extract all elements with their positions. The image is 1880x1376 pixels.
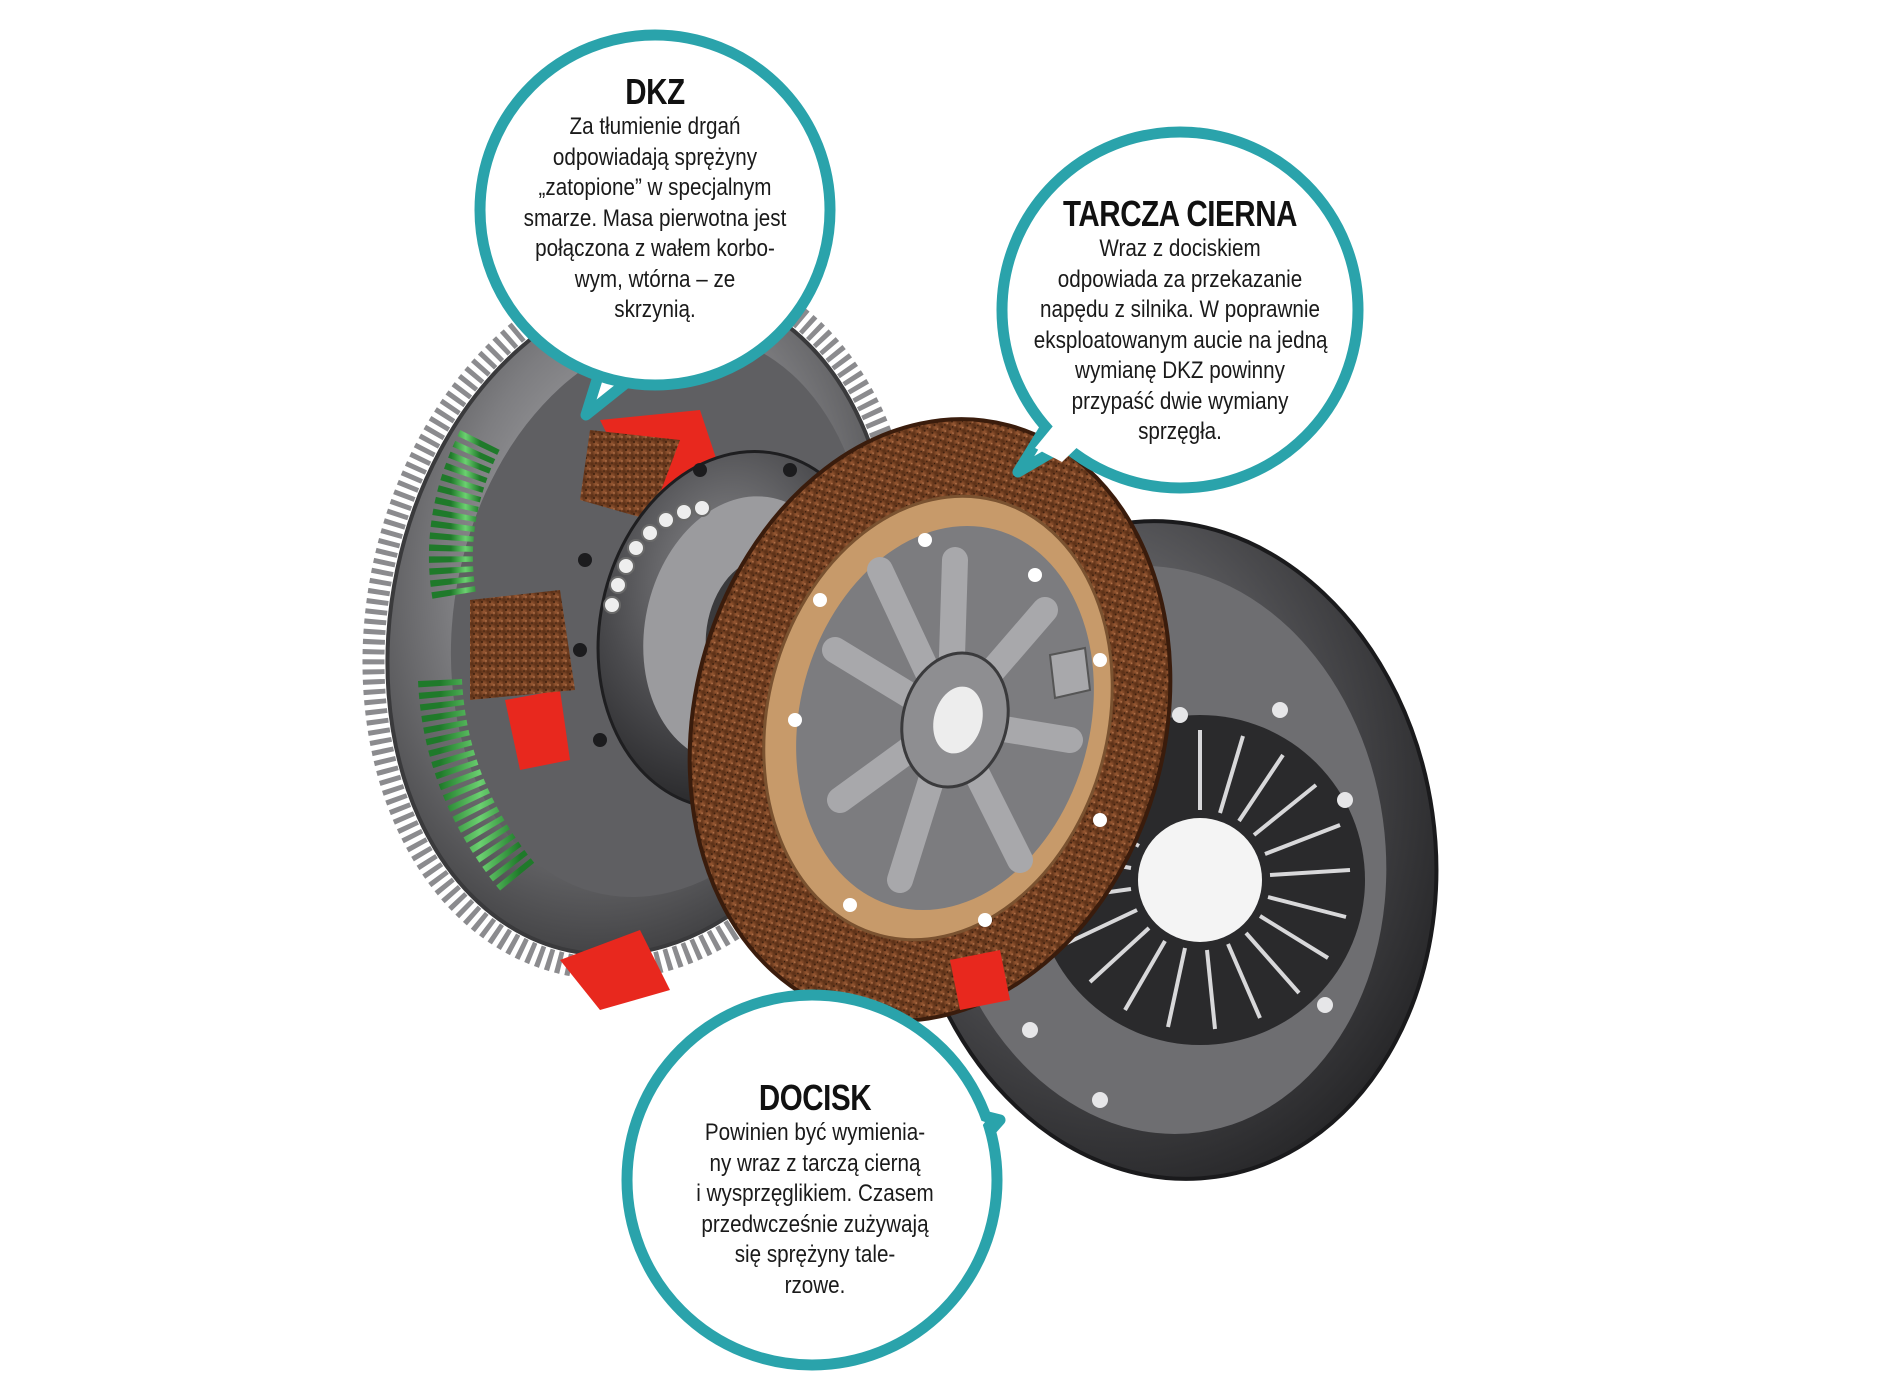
callout-docisk-line: i wysprzęglikiem. Czasem xyxy=(696,1180,934,1207)
callout-tarcza-cierna: TARCZA CIERNA Wraz z dociskiem odpowiada… xyxy=(1010,194,1350,448)
callout-tarcza-line: napędu z silnika. W poprawnie xyxy=(1040,296,1320,323)
damper-springs xyxy=(418,430,538,895)
callout-dkz-heading: DKZ xyxy=(625,71,685,112)
callout-tarcza-line: wymianę DKZ powinny xyxy=(1075,357,1285,384)
callout-docisk-line: rzowe. xyxy=(784,1271,846,1299)
callout-docisk-heading: DOCISK xyxy=(758,1077,872,1118)
callout-tarcza-line: przypaść dwie wymiany xyxy=(1071,387,1289,415)
callout-docisk-line: się sprężyny tale- xyxy=(734,1241,896,1268)
callout-docisk-line: przedwcześnie zużywają xyxy=(701,1210,929,1238)
callout-tarcza-line: odpowiada za przekazanie xyxy=(1057,265,1303,293)
callout-dkz-line: skrzynią. xyxy=(614,296,696,323)
callout-tarcza-line: sprzęgła. xyxy=(1138,418,1222,445)
callout-dkz-line: odpowiadają sprężyny xyxy=(552,143,758,171)
callout-dkz-line: połączona z wałem korbo- xyxy=(535,235,775,262)
callout-docisk: DOCISK Powinien być wymienia- ny wraz z … xyxy=(665,1078,965,1301)
callout-bubble-dkz xyxy=(474,29,836,421)
callout-tarcza-line: eksploatowanym aucie na jedną xyxy=(1033,326,1328,354)
callout-dkz-line: „zatopione” w specjalnym xyxy=(538,174,772,201)
callout-dkz-line: wym, wtórna – ze xyxy=(574,265,736,293)
callout-docisk-line: ny wraz z tarczą cierną xyxy=(709,1149,921,1177)
bearing-balls xyxy=(603,499,711,614)
friction-disc xyxy=(687,417,1173,1023)
callout-bubble-docisk xyxy=(621,989,1006,1371)
callout-docisk-line: Powinien być wymienia- xyxy=(704,1119,926,1146)
callout-tarcza-line: Wraz z dociskiem xyxy=(1099,235,1261,262)
pressure-plate xyxy=(901,519,1439,1181)
callout-dkz-line: smarze. Masa pierwotna jest xyxy=(523,204,787,232)
callout-tarcza-heading: TARCZA CIERNA xyxy=(1062,193,1298,234)
callout-dkz-line: Za tłumienie drgań xyxy=(569,113,741,140)
callout-dkz: DKZ Za tłumienie drgań odpowiadają spręż… xyxy=(500,72,810,326)
callout-bubble-tarcza xyxy=(996,126,1364,494)
